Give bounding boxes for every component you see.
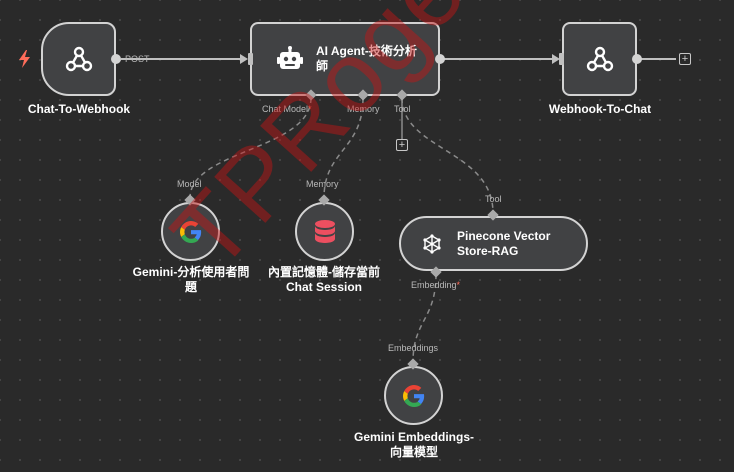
robot-icon	[276, 45, 304, 73]
pinecone-icon	[421, 233, 443, 255]
gemini-embeddings-node[interactable]	[384, 366, 443, 425]
chat-model-port-label: Chat Model*	[262, 104, 312, 114]
tool-port-label: Tool	[394, 104, 411, 114]
wire-chat-model	[189, 97, 312, 199]
chat-to-webhook-title: Chat-To-Webhook	[27, 102, 131, 116]
arrow-into-agent	[240, 54, 248, 64]
database-icon	[313, 219, 337, 245]
ai-agent-input-handle[interactable]	[248, 53, 253, 65]
chat-to-webhook-output-handle[interactable]	[111, 54, 121, 64]
ai-agent-title-line1: AI Agent-技術分析	[316, 44, 417, 58]
embeddings-input-label: Embeddings	[388, 343, 439, 353]
google-icon	[402, 384, 425, 407]
gemini-model-node[interactable]	[161, 202, 220, 261]
memory-input-label: Memory	[306, 179, 339, 189]
pinecone-node[interactable]: Pinecone Vector Store-RAG	[399, 216, 588, 271]
webhook-icon	[585, 44, 615, 74]
chat-to-webhook-node[interactable]	[41, 22, 116, 96]
webhook-to-chat-node[interactable]	[562, 22, 637, 96]
tool-input-label: Tool	[485, 194, 502, 204]
post-port-label: POST	[125, 54, 150, 64]
arrow-into-webhook-chat	[552, 54, 560, 64]
ai-agent-node[interactable]: AI Agent-技術分析 師	[250, 22, 440, 96]
model-input-label: Model	[177, 179, 202, 189]
memory-port-label: Memory	[347, 104, 380, 114]
wire-tool	[401, 97, 494, 214]
gemini-model-title: Gemini-分析使用者問 題	[132, 265, 250, 294]
add-tool-button[interactable]: +	[396, 139, 408, 151]
wire-memory	[323, 97, 364, 199]
memory-title: 內置記憶體-儲存當前 Chat Session	[268, 265, 380, 294]
ai-agent-title-line2: 師	[316, 59, 329, 73]
memory-node[interactable]	[295, 202, 354, 261]
webhook-to-chat-input-handle[interactable]	[559, 53, 564, 65]
embedding-port-label: Embedding*	[411, 280, 461, 290]
webhook-to-chat-output-handle[interactable]	[632, 54, 642, 64]
google-icon	[179, 220, 202, 243]
gemini-embeddings-title: Gemini Embeddings- 向量模型	[353, 430, 474, 459]
webhook-icon	[64, 44, 94, 74]
wire-embedding	[412, 273, 437, 363]
webhook-to-chat-title: Webhook-To-Chat	[548, 102, 652, 116]
pinecone-title-line2: Store-RAG	[457, 243, 519, 258]
add-node-button[interactable]: +	[679, 53, 691, 65]
pinecone-title-line1: Pinecone Vector	[457, 228, 551, 243]
ai-agent-output-handle[interactable]	[435, 54, 445, 64]
trigger-bolt-icon	[19, 50, 30, 68]
